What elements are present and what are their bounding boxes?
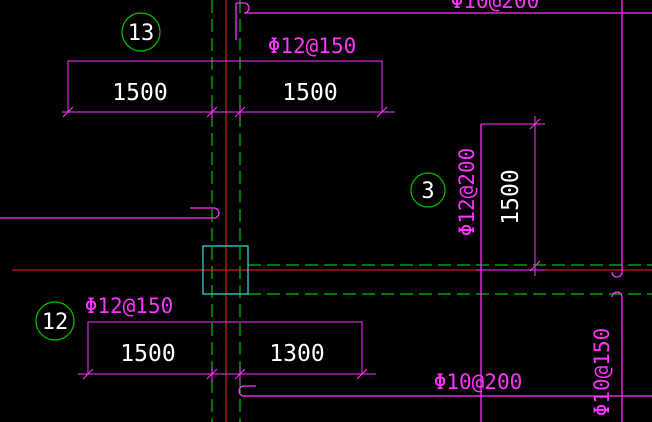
dimension-bracket-top xyxy=(67,60,383,112)
axis-bubble-12: 12 xyxy=(35,301,75,341)
rebar-vertical-right-lower xyxy=(611,291,623,422)
rebar-label-vertical-spec: Φ12@200 xyxy=(455,148,479,237)
dimension-group-vertical xyxy=(476,116,545,276)
dimension-slash-bottom-left xyxy=(82,368,94,380)
axis-bubble-3: 3 xyxy=(410,172,446,208)
rebar-right-hook-upper xyxy=(611,262,623,278)
dimension-value-vertical: 1500 xyxy=(498,169,524,224)
axis-bubble-13-circle xyxy=(121,12,161,52)
dimension-value-top-right: 1500 xyxy=(282,80,337,106)
dimension-value-bottom-right: 1300 xyxy=(269,341,324,367)
dimension-slash-bottom-right xyxy=(356,368,368,380)
axis-bubble-12-label: 12 xyxy=(42,310,69,335)
dimension-group-top xyxy=(62,60,395,120)
dimension-slash-vertical-bottom xyxy=(529,260,541,272)
dimension-value-bottom-left: 1500 xyxy=(120,341,175,367)
grid-axis-lines xyxy=(211,0,652,422)
axis-bubble-3-label: 3 xyxy=(421,179,434,204)
rebar-label-top-partial: Φ10@200 xyxy=(451,0,540,13)
rebar-label-middle-spec: Φ12@150 xyxy=(85,294,174,318)
rebar-top-horizontal xyxy=(236,2,652,14)
rebar-spec-labels: Φ10@200 Φ12@150 Φ12@150 Φ10@200 Φ12@200 … xyxy=(85,0,614,416)
dimension-slash-top-mid-a xyxy=(206,106,218,118)
red-center-lines xyxy=(12,0,652,422)
dimension-slash-bottom-mid-a xyxy=(206,368,218,380)
dimension-bracket-bottom xyxy=(87,321,363,374)
column-outline xyxy=(202,245,249,295)
dimension-slash-top-left xyxy=(62,106,74,118)
rebar-left-horizontal xyxy=(0,207,220,219)
rebar-label-bottom-spec: Φ10@200 xyxy=(434,370,523,394)
rebar-label-top-spec: Φ12@150 xyxy=(268,34,357,58)
dimension-values: 1500 1500 1500 1300 1500 xyxy=(112,80,524,367)
axis-bubble-12-circle xyxy=(35,301,75,341)
dimension-slash-vertical-top xyxy=(529,118,541,130)
dimension-slash-top-right xyxy=(376,106,388,118)
axis-bubble-13: 13 xyxy=(121,12,161,52)
axis-bubble-13-label: 13 xyxy=(128,21,155,46)
rebar-label-right-vertical-spec: Φ10@150 xyxy=(590,328,614,417)
axis-bubble-3-circle xyxy=(410,172,446,208)
dimension-slash-top-mid-b xyxy=(234,106,246,118)
dimension-slash-bottom-mid-b xyxy=(234,368,246,380)
dimension-group-bottom xyxy=(78,321,376,382)
rebar-bottom-horizontal xyxy=(238,385,652,397)
dimension-value-top-left: 1500 xyxy=(112,80,167,106)
